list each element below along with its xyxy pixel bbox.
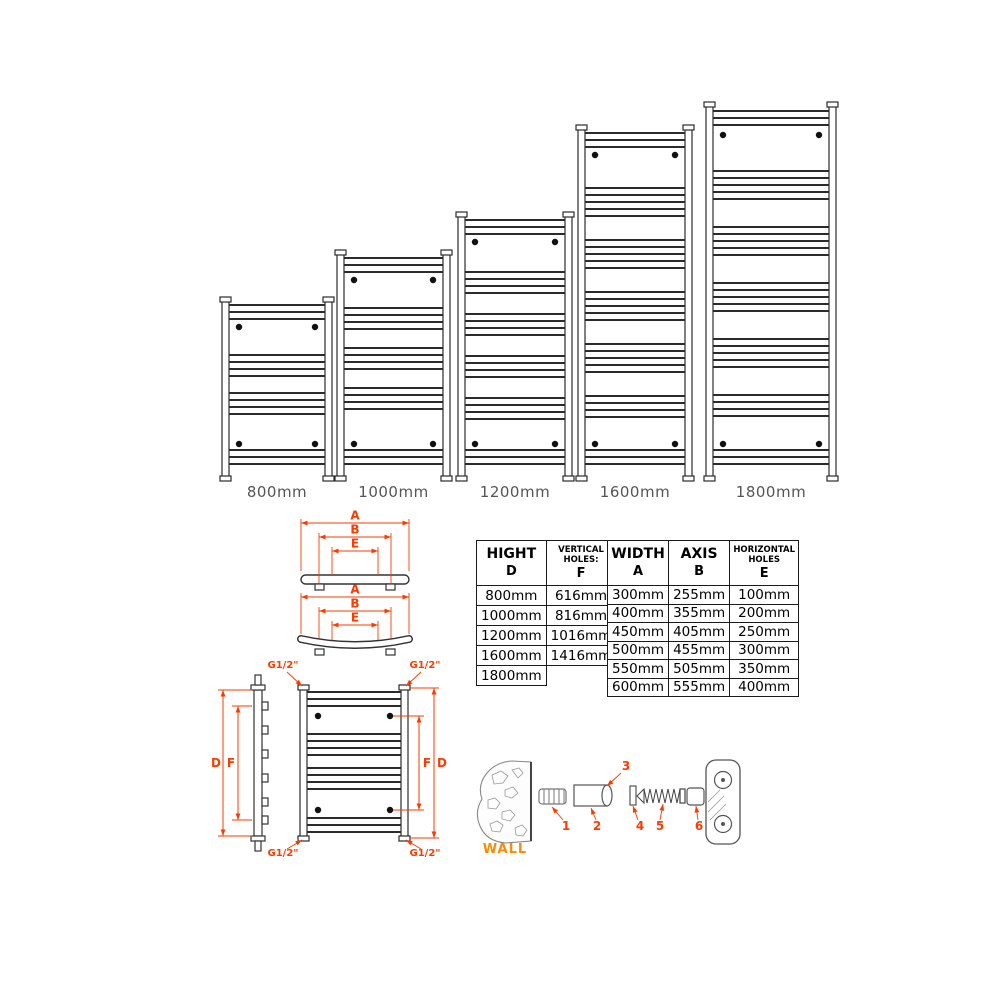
radiator-1600mm: 1600mm: [575, 124, 695, 501]
width-table-col3-header: HORIZONTAL HOLES E: [729, 540, 800, 586]
height-table-cell: 1800mm: [476, 665, 547, 686]
thread-size-label: G1/2": [410, 660, 441, 671]
height-table-cell: 1016mm: [545, 625, 617, 646]
width-table-cell: 405mm: [668, 622, 731, 642]
size-label-1600mm: 1600mm: [600, 483, 670, 501]
radiator-1000mm: 1000mm: [334, 249, 453, 501]
width-table-cell: 505mm: [668, 659, 731, 679]
flat-rail-dimension-diagram: ABE: [300, 509, 410, 591]
height-col-sub: D: [505, 563, 517, 579]
width-col-title: WIDTH: [611, 546, 665, 563]
height-table-cell: 800mm: [476, 585, 547, 606]
size-label-1200mm: 1200mm: [480, 483, 550, 501]
width-table-cell: 350mm: [729, 659, 800, 679]
width-table-cell: 400mm: [606, 603, 670, 623]
width-table-cell: 600mm: [606, 677, 670, 697]
height-table-cell: 1600mm: [476, 645, 547, 666]
height-table-cell: 1416mm: [545, 645, 617, 666]
height-table-col2-header: VERTICAL HOLES: F: [545, 540, 617, 586]
width-table-cell: 550mm: [606, 659, 670, 679]
radiator-1200mm: 1200mm: [455, 211, 575, 501]
size-label-1000mm: 1000mm: [358, 483, 428, 501]
width-table-cell: 300mm: [606, 585, 670, 605]
vertical-holes-col-sub: F: [576, 566, 586, 582]
height-col-title: HIGHT: [486, 546, 537, 563]
curved-rail-dimension-diagram: ABE: [297, 583, 413, 656]
width-table-cell: 450mm: [606, 622, 670, 642]
svg-text:A: A: [350, 509, 360, 523]
thread-size-label: G1/2": [268, 848, 299, 859]
height-table-cell: 816mm: [545, 605, 617, 626]
width-col-sub: A: [633, 563, 644, 579]
width-table-cell: 400mm: [729, 677, 800, 697]
height-table-col1-header: HIGHT D: [476, 540, 547, 586]
horizontal-holes-col-title: HORIZONTAL HOLES: [733, 544, 795, 565]
svg-text:A: A: [350, 583, 360, 597]
thread-labels: G1/2" G1/2" G1/2" G1/2": [268, 660, 441, 859]
width-table-cell: 500mm: [606, 640, 670, 660]
wall-label: WALL: [483, 842, 527, 857]
vertical-holes-col-title: VERTICAL HOLES:: [558, 544, 604, 565]
part-number-1: 1: [562, 819, 570, 833]
width-table-header: WIDTH A AXIS B HORIZONTAL HOLES E: [606, 540, 800, 586]
part-number-5: 5: [656, 819, 664, 833]
width-table-col1-header: WIDTH A: [606, 540, 670, 586]
width-table-cell: 100mm: [729, 585, 800, 605]
height-table-header: HIGHT D VERTICAL HOLES: F: [476, 540, 617, 586]
size-label-800mm: 800mm: [247, 483, 307, 501]
thread-size-label: G1/2": [268, 660, 299, 671]
width-table-cell: 250mm: [729, 622, 800, 642]
svg-text:F: F: [227, 756, 235, 770]
horizontal-holes-col-sub: E: [759, 566, 769, 582]
radiator-1800mm: 1800mm: [703, 101, 839, 501]
part-number-6: 6: [695, 819, 703, 833]
width-table-cell: 255mm: [668, 585, 731, 605]
width-table-cell: 300mm: [729, 640, 800, 660]
svg-text:D: D: [437, 756, 447, 770]
height-table-cell: 1000mm: [476, 605, 547, 626]
part-number-2: 2: [593, 819, 601, 833]
part-number-4: 4: [636, 819, 644, 833]
width-table-cell: 200mm: [729, 603, 800, 623]
svg-text:E: E: [351, 537, 359, 551]
size-label-1800mm: 1800mm: [736, 483, 806, 501]
height-table-cell: [546, 665, 616, 686]
width-table-col2-header: AXIS B: [668, 540, 731, 586]
height-table-row: 1800mm: [476, 665, 616, 686]
svg-text:D: D: [211, 756, 221, 770]
axis-col-sub: B: [694, 563, 705, 579]
svg-text:E: E: [351, 611, 359, 625]
svg-text:B: B: [350, 597, 359, 611]
axis-col-title: AXIS: [680, 546, 718, 563]
width-table-cell: 555mm: [668, 677, 731, 697]
height-table-cell: 616mm: [545, 585, 617, 606]
radiator-800mm: 800mm: [219, 296, 335, 501]
thread-size-label: G1/2": [410, 848, 441, 859]
width-table-cell: 455mm: [668, 640, 731, 660]
svg-text:F: F: [423, 756, 431, 770]
width-table-cell: 355mm: [668, 603, 731, 623]
svg-text:B: B: [350, 523, 359, 537]
height-table-cell: 1200mm: [476, 625, 547, 646]
part-number-3: 3: [622, 759, 630, 773]
